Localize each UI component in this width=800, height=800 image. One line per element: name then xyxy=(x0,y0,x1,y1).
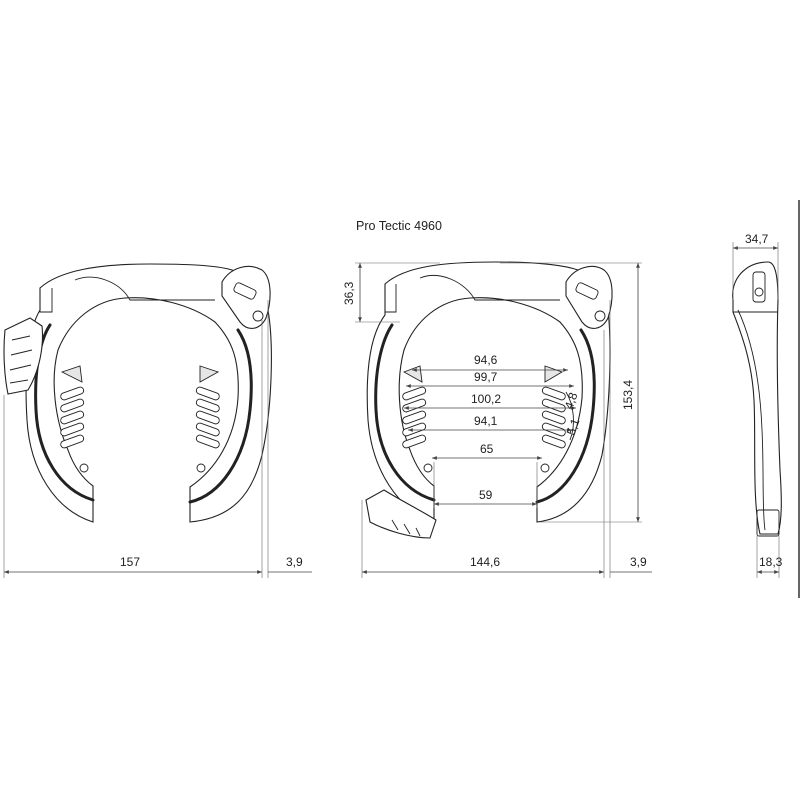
inner-width-label-3: 100,2 xyxy=(471,392,501,406)
product-title: Pro Tectic 4960 xyxy=(356,219,442,233)
angle-arc xyxy=(565,391,574,441)
center-width-label: 144,6 xyxy=(470,555,500,569)
center-slot-cap-right xyxy=(544,365,564,383)
left-slot-cap-right xyxy=(199,365,220,383)
center-front-view: 94,6 99,7 100,2 94,1 65 59 4,8 5,1 36,3 … xyxy=(342,261,652,578)
left-handle-lever xyxy=(3,317,43,395)
side-top-label: 34,7 xyxy=(745,232,769,246)
center-inner-contour-left xyxy=(374,323,436,502)
side-cylinder xyxy=(752,271,766,303)
center-slot-cap-left xyxy=(402,365,423,383)
inner-width-label-5: 65 xyxy=(480,442,494,456)
left-inner-contour-right xyxy=(188,328,253,504)
left-rivet-right xyxy=(196,463,206,473)
left-width-label: 157 xyxy=(120,555,140,569)
side-body xyxy=(732,261,782,535)
center-housing-top xyxy=(384,284,397,313)
angle-label-1: 4,8 xyxy=(562,390,581,411)
left-cylinder-key xyxy=(233,282,257,300)
left-slot-group-left xyxy=(60,386,85,449)
inner-width-label-6: 59 xyxy=(479,488,493,502)
center-slot-group-right xyxy=(541,386,566,449)
left-offset-label: 3,9 xyxy=(286,555,303,569)
center-rivet-left xyxy=(423,463,433,473)
center-rivet-right xyxy=(540,463,550,473)
left-slot-cap-left xyxy=(60,365,83,383)
total-height-label: 153,4 xyxy=(621,380,635,410)
left-housing-line xyxy=(74,276,215,301)
inner-width-label-1: 94,6 xyxy=(474,353,498,367)
left-cylinder-hole xyxy=(252,310,264,322)
center-cylinder-key xyxy=(575,282,599,300)
left-front-view: 157 3,9 xyxy=(3,263,312,578)
center-cylinder-hole xyxy=(594,310,606,322)
side-cylinder-hole xyxy=(754,287,764,297)
center-offset-label: 3,9 xyxy=(630,555,647,569)
left-handle-ribs xyxy=(9,335,33,384)
left-housing-top xyxy=(39,288,53,313)
side-view: 34,7 18,3 xyxy=(732,232,783,578)
center-inner-contour-right xyxy=(535,328,596,504)
left-rivet-left xyxy=(79,463,89,473)
inner-width-label-4: 94,1 xyxy=(474,414,498,428)
center-handle-ribs xyxy=(391,519,421,537)
left-slot-group-right xyxy=(195,386,220,449)
top-height-label: 36,3 xyxy=(342,281,356,305)
side-inner-line xyxy=(737,309,766,531)
side-bottom-label: 18,3 xyxy=(759,555,783,569)
center-handle-lever xyxy=(365,489,437,539)
inner-width-label-2: 99,7 xyxy=(474,370,498,384)
side-bottom-foot xyxy=(756,509,780,537)
center-housing-line xyxy=(419,275,560,301)
